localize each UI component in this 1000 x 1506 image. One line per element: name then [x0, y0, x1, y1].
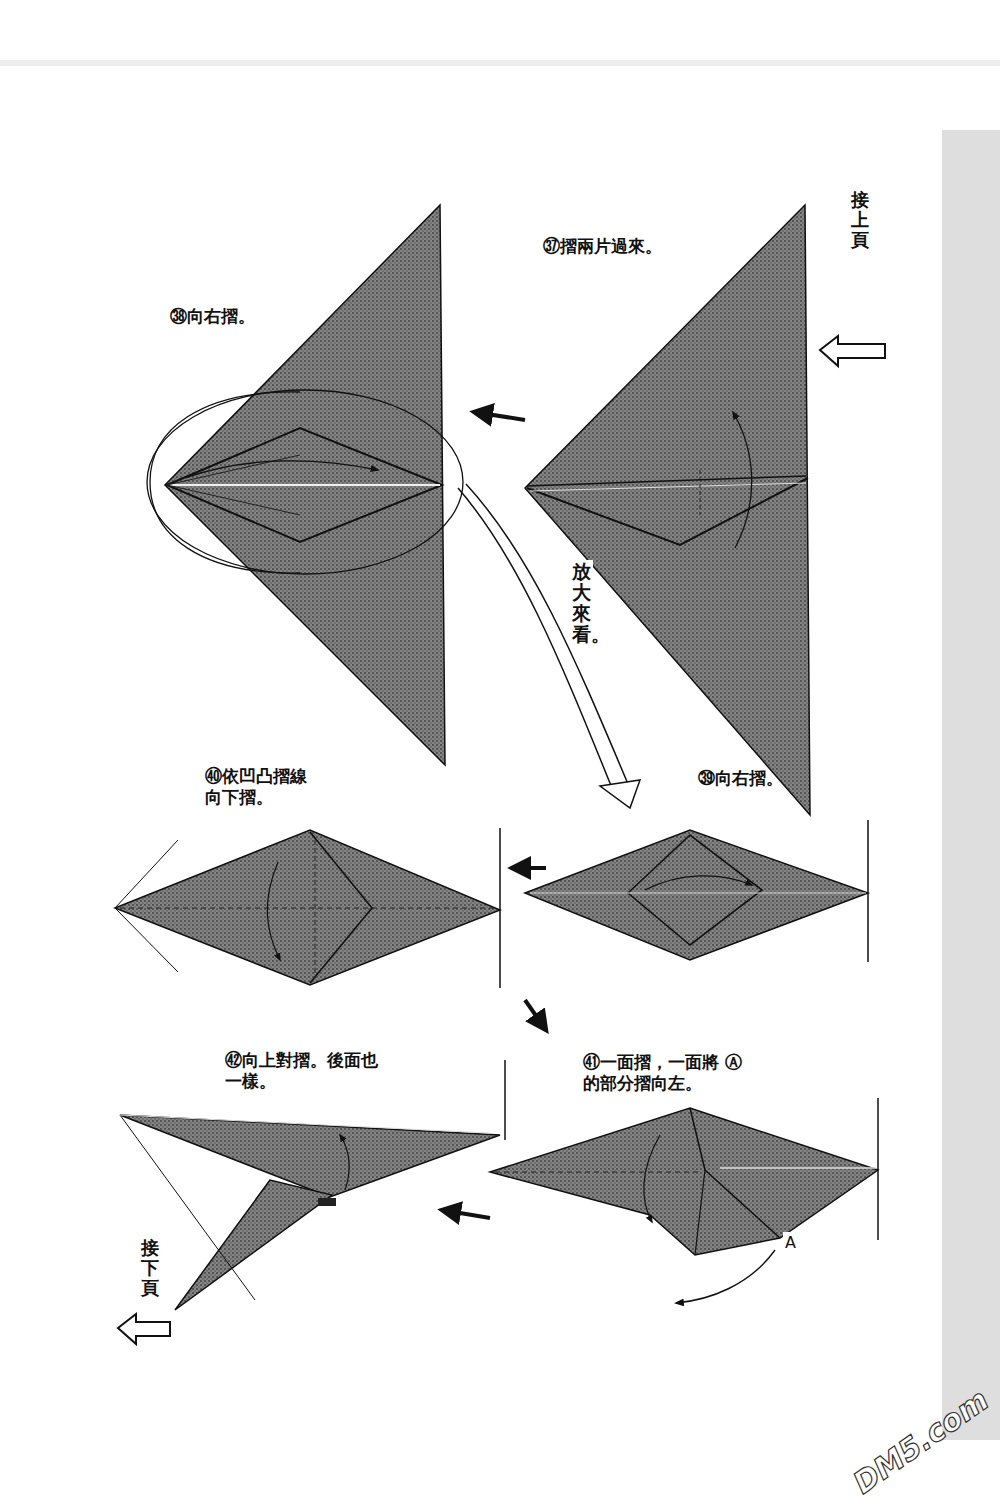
page-arrow	[118, 1314, 170, 1344]
step-arrow	[525, 1000, 546, 1030]
step-arrow	[442, 1210, 490, 1218]
step-39-figure	[525, 820, 868, 962]
step-41-figure	[490, 1098, 878, 1303]
step-38-figure	[147, 205, 463, 765]
step-caption: ㊷向上對摺。後面也 一樣。	[225, 1050, 405, 1093]
step-40-figure	[115, 828, 500, 988]
page-arrow	[820, 336, 885, 366]
page-note: 接上頁	[851, 190, 869, 249]
scan-edge	[942, 130, 1000, 1440]
enlarge-note: 放大來看。	[570, 560, 593, 646]
step-arrow	[512, 866, 546, 870]
step-caption: ㊲摺兩片過來。	[543, 236, 662, 257]
watermark: DM5.com	[846, 1381, 996, 1502]
step-arrow	[474, 412, 525, 420]
step-caption: ㊶一面摺，一面將 Ⓐ的部分摺向左。	[583, 1052, 763, 1095]
callout-letter: A	[783, 1232, 798, 1254]
page-note: 接下頁	[141, 1238, 159, 1297]
scan-edge	[0, 60, 1000, 66]
enlarge-arrow	[458, 484, 640, 808]
step-caption: ㊴向右摺。	[698, 768, 783, 789]
step-42-figure	[120, 1060, 505, 1310]
step-37-figure	[525, 205, 810, 815]
step-caption: ㊳向右摺。	[170, 306, 255, 327]
step-caption: ㊵依凹凸摺線 向下摺。	[205, 766, 333, 809]
